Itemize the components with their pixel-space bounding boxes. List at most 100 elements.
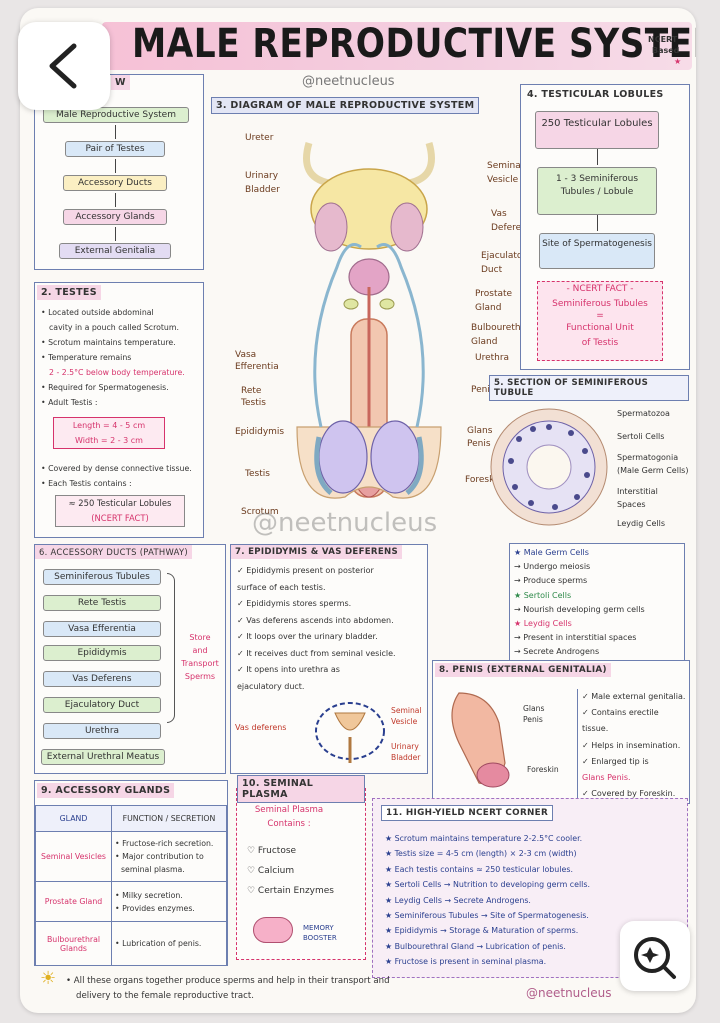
label-vas-deferens-small: Vas deferens (235, 723, 287, 732)
label-penis: Penis (471, 385, 495, 395)
lens-search-icon (634, 937, 676, 979)
side-line: Store (189, 633, 211, 642)
label-urethra: Urethra (475, 353, 510, 363)
tubule-notes: ★ Male Germ Cells → Undergo meiosis → Pr… (509, 543, 685, 661)
hy-line: ★ Each testis contains ≈ 250 testicular … (385, 864, 573, 874)
duct-item: Epididymis (43, 645, 161, 661)
flow-arrow (115, 159, 116, 173)
testis-width: Width = 2 - 3 cm (75, 436, 143, 445)
glands-heading: 9. ACCESSORY GLANDS (37, 783, 175, 798)
tubule-cross-section-illustration (490, 408, 608, 526)
handle-bottom: @neetnucleus (526, 986, 612, 1000)
col-function: FUNCTION / SECRETION (111, 805, 227, 832)
fn-line: • Provides enzymes. (115, 903, 195, 913)
fn-line: • Fructose-rich secretion. (115, 839, 214, 848)
testes-list: • Located outside abdominal cavity in a … (41, 305, 185, 410)
overview-item: Accessory Ducts (63, 175, 167, 191)
gland-function: • Lubrication of penis. (111, 921, 227, 966)
epi-line: ✓ It receives duct from seminal vesicle. (237, 648, 396, 658)
duct-item: Vasa Efferentia (43, 621, 161, 637)
note-line: → Secrete Androgens (514, 647, 600, 657)
lobules-step: 250 Testicular Lobules (535, 111, 659, 149)
high-yield-list: ★ Scrotum maintains temperature 2-2.5°C … (385, 831, 590, 970)
plasma-item: ♡ Fructose (247, 846, 297, 856)
glands-section: 9. ACCESSORY GLANDS GLAND FUNCTION / SEC… (34, 780, 228, 966)
testes-line: • Adult Testis : (41, 398, 98, 407)
notes-sheet: MALE REPRODUCTIVE SYSTEM NCERT Based ★ @… (20, 8, 696, 1013)
label-urinary-bladder: Urinary Bladder (245, 171, 280, 195)
overview-item: Accessory Glands (63, 209, 167, 225)
vas-deferens-illustration (315, 702, 385, 763)
duct-item: External Urethral Meatus (41, 749, 165, 765)
watermark: @neetnucleus (252, 508, 438, 538)
label-vasa-efferentia: Vasa Efferentia (235, 350, 279, 372)
col-gland: GLAND (35, 805, 112, 832)
ncert-fact-box: - NCERT FACT - Seminiferous Tubules = Fu… (537, 281, 663, 361)
penis-line: ✓ Helps in insemination. (582, 740, 681, 750)
lobules-count: ≈ 250 Testicular Lobules (68, 498, 172, 508)
visual-search-button[interactable] (620, 921, 690, 991)
ncert-fact-note: (NCERT FACT) (91, 513, 149, 523)
epididymis-section: 7. EPIDIDYMIS & VAS DEFERENS ✓ Epididymi… (230, 544, 428, 774)
note-line: → Produce sperms (514, 576, 588, 586)
duct-item: Vas Deferens (43, 671, 161, 687)
testes-line: • Temperature remains (41, 353, 132, 362)
testes-line: • Scrotum maintains temperature. (41, 338, 176, 347)
testes-line: cavity in a pouch called Scrotum. (49, 323, 179, 332)
side-line: Sperms (184, 672, 216, 681)
tubule-labels: Spermatozoa Sertoli Cells Spermatogonia … (617, 407, 693, 530)
penis-line: Glans Penis. (582, 773, 631, 783)
epididymis-list: ✓ Epididymis present on posterior surfac… (237, 563, 396, 695)
label-interstitial-spaces: Interstitial Spaces (617, 487, 658, 509)
note-line: ★ Male Germ Cells (514, 548, 589, 557)
note-line: → Undergo meiosis (514, 562, 591, 572)
tubule-section: 5. SECTION OF SEMINIFEROUS TUBULE Sperma… (488, 374, 693, 661)
ducts-section: 6. ACCESSORY DUCTS (PATHWAY) Seminiferou… (34, 544, 226, 774)
tubule-heading: 5. SECTION OF SEMINIFEROUS TUBULE (489, 375, 689, 401)
label-spermatogonia: Spermatogonia (Male Germ Cells) (617, 453, 689, 475)
bulb-icon: ☀ (40, 968, 57, 989)
ncert-badge: NCERT Based ★ (648, 34, 681, 67)
title-band (102, 22, 692, 70)
note-line: ★ Leydig Cells (514, 619, 572, 629)
testes-heading: 2. TESTES (37, 285, 101, 300)
label-glans-penis-small: Glans Penis (523, 704, 545, 724)
testes-section: 2. TESTES • Located outside abdominal ca… (34, 282, 204, 538)
lobules-step: Site of Spermatogenesis (539, 233, 655, 269)
label-vas-deferens: Vas Deferens (491, 209, 532, 233)
high-yield-heading: 11. HIGH-YIELD NCERT CORNER (381, 805, 554, 821)
overview-heading: W (111, 75, 130, 90)
lobules-box: ≈ 250 Testicular Lobules (NCERT FACT) (55, 495, 185, 527)
flow-arrow (597, 215, 598, 231)
side-line: Transport (181, 659, 219, 668)
hy-line: ★ Epididymis → Storage & Maturation of s… (385, 926, 579, 936)
intro-line: Contains : (267, 819, 311, 829)
label-prostate-gland: Prostate Gland (475, 289, 513, 313)
fact-line: Functional Unit (566, 323, 634, 333)
diagram-heading: 3. DIAGRAM OF MALE REPRODUCTIVE SYSTEM (211, 97, 480, 114)
hy-line: ★ Sertoli Cells → Nutrition to developin… (385, 880, 590, 890)
gland-name: Bulbourethral Glands (35, 921, 112, 966)
testes-line: • Covered by dense connective tissue. (41, 464, 192, 473)
label-ejaculatory-duct: Ejaculatory Duct (481, 251, 532, 275)
intro-line: Seminal Plasma (254, 805, 324, 815)
epi-line: ejaculatory duct. (237, 681, 305, 691)
plasma-list: ♡ Fructose ♡ Calcium ♡ Certain Enzymes (247, 841, 334, 901)
label-bulbourethral-gland: Bulbourethral Gland (471, 323, 533, 347)
diagram-section: 3. DIAGRAM OF MALE REPRODUCTIVE SYSTEM U… (210, 96, 532, 538)
overview-item: Pair of Testes (65, 141, 165, 157)
testes-line: 2 - 2.5°C below body temperature. (49, 368, 185, 377)
duct-item: Urethra (43, 723, 161, 739)
label-epididymis: Epididymis (235, 427, 285, 437)
fn-line: seminal plasma. (121, 865, 185, 874)
lobules-heading: 4. TESTICULAR LOBULES (527, 89, 664, 100)
fn-line: • Lubrication of penis. (115, 939, 202, 948)
label-scrotum: Scrotum (241, 507, 279, 517)
plasma-item: ♡ Certain Enzymes (247, 886, 334, 896)
back-button[interactable] (18, 22, 110, 110)
duct-item: Seminiferous Tubules (43, 569, 161, 585)
side-line: and (192, 646, 208, 655)
penis-list: ✓ Male external genitalia. ✓ Contains er… (577, 689, 685, 803)
hy-line: ★ Leydig Cells → Secrete Androgens. (385, 895, 531, 905)
penis-line: ✓ Covered by Foreskin. (582, 789, 676, 799)
